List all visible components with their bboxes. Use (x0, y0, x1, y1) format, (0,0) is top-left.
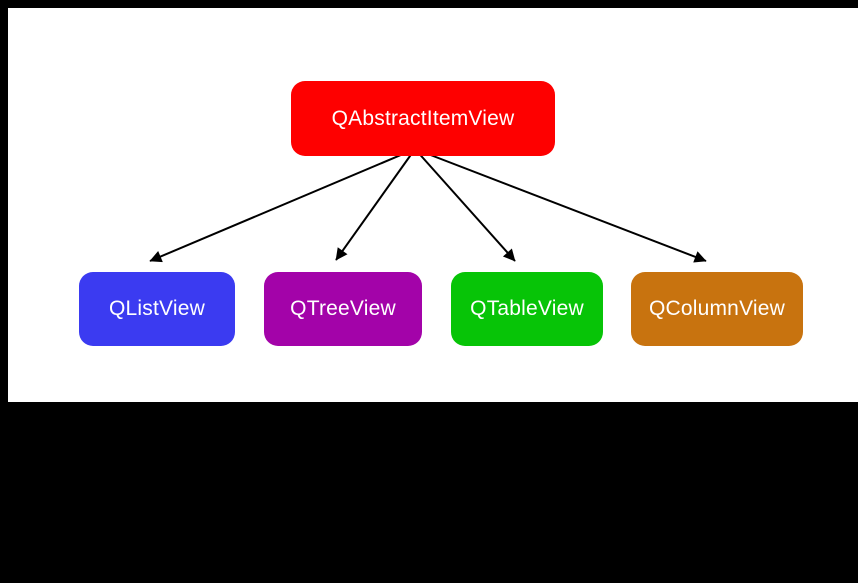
node-qcolumnview-label: QColumnView (648, 297, 786, 320)
node-qtreeview: QTreeView (264, 272, 422, 346)
node-qtreeview-label: QTreeView (290, 297, 396, 320)
diagram-canvas: QAbstractItemView QListView QTreeView QT… (8, 8, 858, 402)
node-qtableview: QTableView (451, 272, 603, 346)
node-qcolumnview: QColumnView (631, 272, 803, 346)
node-qtableview-label: QTableView (470, 297, 584, 320)
node-qabstractitemview: QAbstractItemView (291, 81, 555, 156)
node-qlistview-label: QListView (109, 297, 205, 320)
node-qlistview: QListView (79, 272, 235, 346)
node-qabstractitemview-label: QAbstractItemView (331, 106, 515, 130)
